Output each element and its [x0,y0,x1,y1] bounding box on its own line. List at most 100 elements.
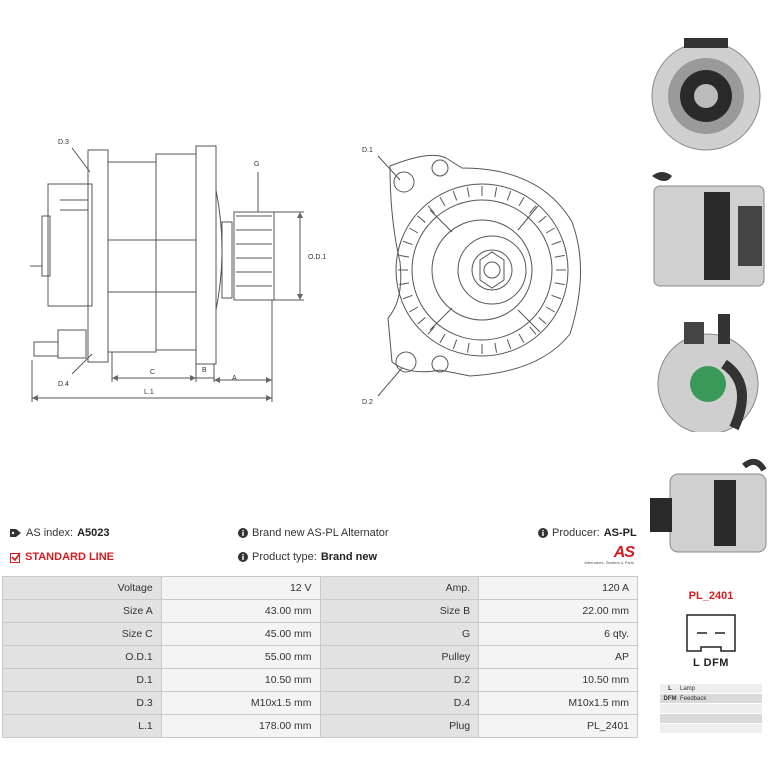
plug-title: PL_2401 [688,590,734,602]
legend-code: L [668,685,672,692]
as-index-row: AS index: A5023 [10,527,110,539]
label-d2: D.2 [362,399,373,406]
plug-connector-icon [686,614,736,652]
spec-key: Pulley [319,645,480,669]
spec-value: 55.00 mm [160,645,321,669]
logo-tagline: Alternators, Starters & Parts [584,560,634,565]
cooling-fin [518,333,525,343]
cooling-fin [506,190,512,201]
spec-value: 178.00 mm [160,714,321,738]
brand-row: Brand new AS-PL Alternator [238,527,389,539]
label-l1: L.1 [144,389,154,396]
spec-value: M10x1.5 mm [160,691,321,715]
label-od1: O.D.1 [308,254,326,261]
standard-line-row: STANDARD LINE [10,551,114,563]
tag-icon [10,529,21,537]
spec-key: D.4 [319,691,480,715]
spec-value: 45.00 mm [160,622,321,646]
spec-key: Size A [2,599,162,623]
producer-row: Producer: AS-PL [538,527,637,539]
cooling-fin [427,326,435,335]
spec-value: M10x1.5 mm [478,691,638,715]
product-type-label: Product type: [252,551,317,563]
cooling-fin [399,282,410,286]
legend-desc: Feedback [680,695,707,702]
cooling-fin [529,205,537,214]
cooling-fin [551,294,562,300]
spec-value: 43.00 mm [160,599,321,623]
cooling-fin [402,294,413,300]
spec-value: AP [478,645,638,669]
spec-value: PL_2401 [478,714,638,738]
spec-value: 120 A [478,576,638,600]
technical-drawing: D.3 D.4 G O.D.1 C B A L.1 D.1 D.2 [30,139,582,406]
cooling-fin [554,282,565,286]
spec-key: Plug [319,714,480,738]
plug-pins: L DFM [693,657,729,669]
producer-label: Producer: [552,527,600,539]
label-g: G [254,161,259,168]
cooling-fin [466,187,470,198]
cooling-fin [409,306,419,313]
cooling-fin [545,306,555,313]
legend-desc: Lamp [680,685,696,692]
cooling-fin [518,197,525,207]
cooling-fin [417,215,426,223]
spec-value: 10.50 mm [478,668,638,692]
spec-key: D.3 [2,691,162,715]
as-index-value: A5023 [77,527,110,539]
cooling-fin [466,342,470,353]
spec-value: 10.50 mm [160,668,321,692]
product-type-value: Brand new [320,551,378,563]
spec-key: Size C [2,622,162,646]
spec-key: O.D.1 [2,645,162,669]
legend-row [660,724,762,734]
spec-key: Size B [319,599,480,623]
legend-row [660,714,762,724]
cooling-fin [427,205,435,214]
cooling-fin [538,215,547,223]
product-photo-front [651,38,761,151]
spec-value: 12 V [160,576,321,600]
label-b: B [202,367,207,374]
spec-key: Amp. [319,576,480,600]
spec-value: 6 qty. [478,622,638,646]
cooling-fin [452,339,458,350]
cooling-fin [409,227,419,234]
cooling-fin [538,317,547,325]
cooling-fin [545,227,555,234]
spec-key: G [319,622,480,646]
legend-row: L Lamp [660,684,762,694]
spec-key: L.1 [2,714,162,738]
as-index-label: AS index: [26,527,74,539]
info-circle-icon [538,528,548,538]
label-d4: D.4 [58,381,69,388]
as-pl-logo: AS Alternators, Starters & Parts [572,544,635,565]
cooling-fin [554,254,565,258]
cooling-fin [439,197,446,207]
label-a: A [232,375,237,382]
cooling-fin [439,333,446,343]
spec-key: Voltage [2,576,162,600]
standard-line-label: STANDARD LINE [25,551,115,563]
info-circle-icon [238,528,248,538]
cooling-fin [506,339,512,350]
spec-key: D.2 [319,668,480,692]
spec-value: 22.00 mm [478,599,638,623]
label-d1: D.1 [362,147,373,154]
logo-text: AS [613,544,635,561]
producer-value: AS-PL [603,527,637,539]
product-photo-rear [657,314,759,432]
cooling-fin [494,342,498,353]
cooling-fin [417,317,426,325]
